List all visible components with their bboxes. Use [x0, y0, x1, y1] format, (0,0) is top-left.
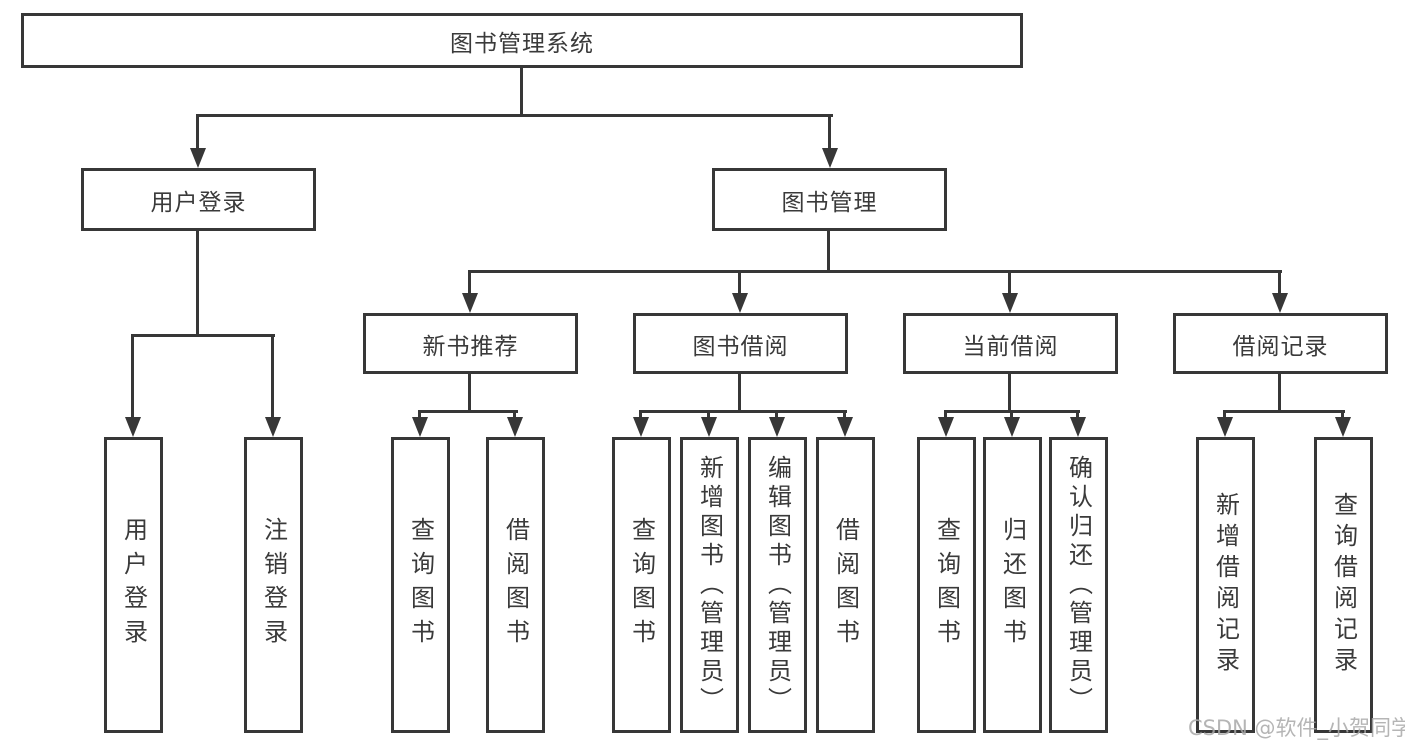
edge-root-to-user-login [196, 114, 199, 150]
csdn-watermark: CSDN @软件_小贺同学 [1188, 716, 1405, 740]
node-book-borrowing-label: 图书借阅 [692, 333, 789, 360]
node-current-borrowing: 当前借阅 [903, 313, 1118, 374]
edge-to-borrowing-records [1278, 270, 1281, 295]
edge-to-current-borrowing [1008, 270, 1011, 295]
edge-book-borrowing-bus [640, 410, 847, 413]
node-borrowing-records: 借阅记录 [1173, 313, 1388, 374]
arrow-down-icon [1004, 417, 1020, 437]
leaf-query-books-borrowing: 查询图书 [612, 437, 671, 733]
leaf-query-books-current-label: 查询图书 [932, 517, 961, 653]
edge-new-book-bus [419, 410, 518, 413]
edge-to-leaf-user-login [131, 334, 134, 419]
edge-user-login-bus [131, 334, 275, 337]
edge-drop [1076, 410, 1079, 419]
leaf-add-borrow-record: 新增借阅记录 [1196, 437, 1255, 733]
leaf-edit-book-admin-label: 编辑图书（管理员） [763, 454, 792, 716]
arrow-down-icon [1272, 293, 1288, 313]
leaf-query-borrow-record-label: 查询借阅记录 [1329, 492, 1358, 678]
leaf-query-borrow-record: 查询借阅记录 [1314, 437, 1373, 733]
arrow-down-icon [412, 417, 428, 437]
edge-root-to-book-mgmt [828, 114, 831, 150]
arrow-down-icon [769, 417, 785, 437]
arrow-down-icon [822, 148, 838, 168]
arrow-down-icon [732, 293, 748, 313]
arrow-down-icon [701, 417, 717, 437]
node-new-book-recommend: 新书推荐 [363, 313, 578, 374]
leaf-borrow-books-borrowing-label: 借阅图书 [831, 517, 860, 653]
leaf-user-login: 用户登录 [104, 437, 163, 733]
leaf-return-books: 归还图书 [983, 437, 1042, 733]
edge-drop [1010, 410, 1013, 419]
leaf-borrow-books-recommend-label: 借阅图书 [501, 517, 530, 653]
arrow-down-icon [190, 148, 206, 168]
edge-book-mgmt-bus [468, 270, 1282, 273]
node-borrowing-records-label: 借阅记录 [1232, 333, 1329, 360]
leaf-edit-book-admin: 编辑图书（管理员） [748, 437, 807, 733]
arrow-down-icon [633, 417, 649, 437]
edge-to-leaf-logout [271, 334, 274, 419]
node-book-management: 图书管理 [712, 168, 947, 231]
node-current-borrowing-label: 当前借阅 [962, 333, 1059, 360]
arrow-down-icon [1070, 417, 1086, 437]
leaf-query-books-recommend: 查询图书 [391, 437, 450, 733]
edge-drop [1223, 410, 1226, 419]
node-book-management-label: 图书管理 [781, 189, 878, 216]
node-new-book-recommend-label: 新书推荐 [422, 333, 519, 360]
edge-drop [707, 410, 710, 419]
arrow-down-icon [1217, 417, 1233, 437]
leaf-return-books-label: 归还图书 [998, 517, 1027, 653]
arrow-down-icon [125, 417, 141, 437]
edge-to-new-book [468, 270, 471, 295]
edge-drop [418, 410, 421, 419]
edge-book-mgmt-stem [827, 231, 830, 273]
leaf-query-books-recommend-label: 查询图书 [406, 517, 435, 653]
edge-drop [843, 410, 846, 419]
leaf-logout: 注销登录 [244, 437, 303, 733]
leaf-borrow-books-recommend: 借阅图书 [486, 437, 545, 733]
edge-drop [639, 410, 642, 419]
edge-book-borrowing-stem [738, 374, 741, 413]
edge-root-stem [520, 68, 523, 117]
leaf-confirm-return-admin: 确认归还（管理员） [1049, 437, 1108, 733]
edge-drop [775, 410, 778, 419]
leaf-confirm-return-admin-label: 确认归还（管理员） [1064, 454, 1093, 716]
edge-borrowing-records-bus [1224, 410, 1345, 413]
arrow-down-icon [507, 417, 523, 437]
edge-borrowing-records-stem [1278, 374, 1281, 413]
edge-user-login-stem [196, 231, 199, 337]
node-user-login-label: 用户登录 [150, 189, 247, 216]
edge-current-borrowing-stem [1008, 374, 1011, 413]
arrow-down-icon [265, 417, 281, 437]
leaf-borrow-books-borrowing: 借阅图书 [816, 437, 875, 733]
arrow-down-icon [1002, 293, 1018, 313]
edge-new-book-stem [468, 374, 471, 413]
edge-drop [1341, 410, 1344, 419]
edge-drop [513, 410, 516, 419]
leaf-logout-label: 注销登录 [259, 517, 288, 653]
node-user-login: 用户登录 [81, 168, 316, 231]
arrow-down-icon [938, 417, 954, 437]
arrow-down-icon [837, 417, 853, 437]
leaf-user-login-label: 用户登录 [119, 517, 148, 653]
leaf-add-book-admin: 新增图书（管理员） [680, 437, 739, 733]
edge-to-book-borrowing [738, 270, 741, 295]
leaf-add-book-admin-label: 新增图书（管理员） [695, 454, 724, 716]
node-book-borrowing: 图书借阅 [633, 313, 848, 374]
leaf-query-books-borrowing-label: 查询图书 [627, 517, 656, 653]
leaf-add-borrow-record-label: 新增借阅记录 [1211, 492, 1240, 678]
node-root: 图书管理系统 [21, 13, 1023, 68]
arrow-down-icon [1335, 417, 1351, 437]
edge-root-bus [197, 114, 833, 117]
node-root-label: 图书管理系统 [450, 30, 594, 57]
arrow-down-icon [462, 293, 478, 313]
edge-drop [944, 410, 947, 419]
leaf-query-books-current: 查询图书 [917, 437, 976, 733]
